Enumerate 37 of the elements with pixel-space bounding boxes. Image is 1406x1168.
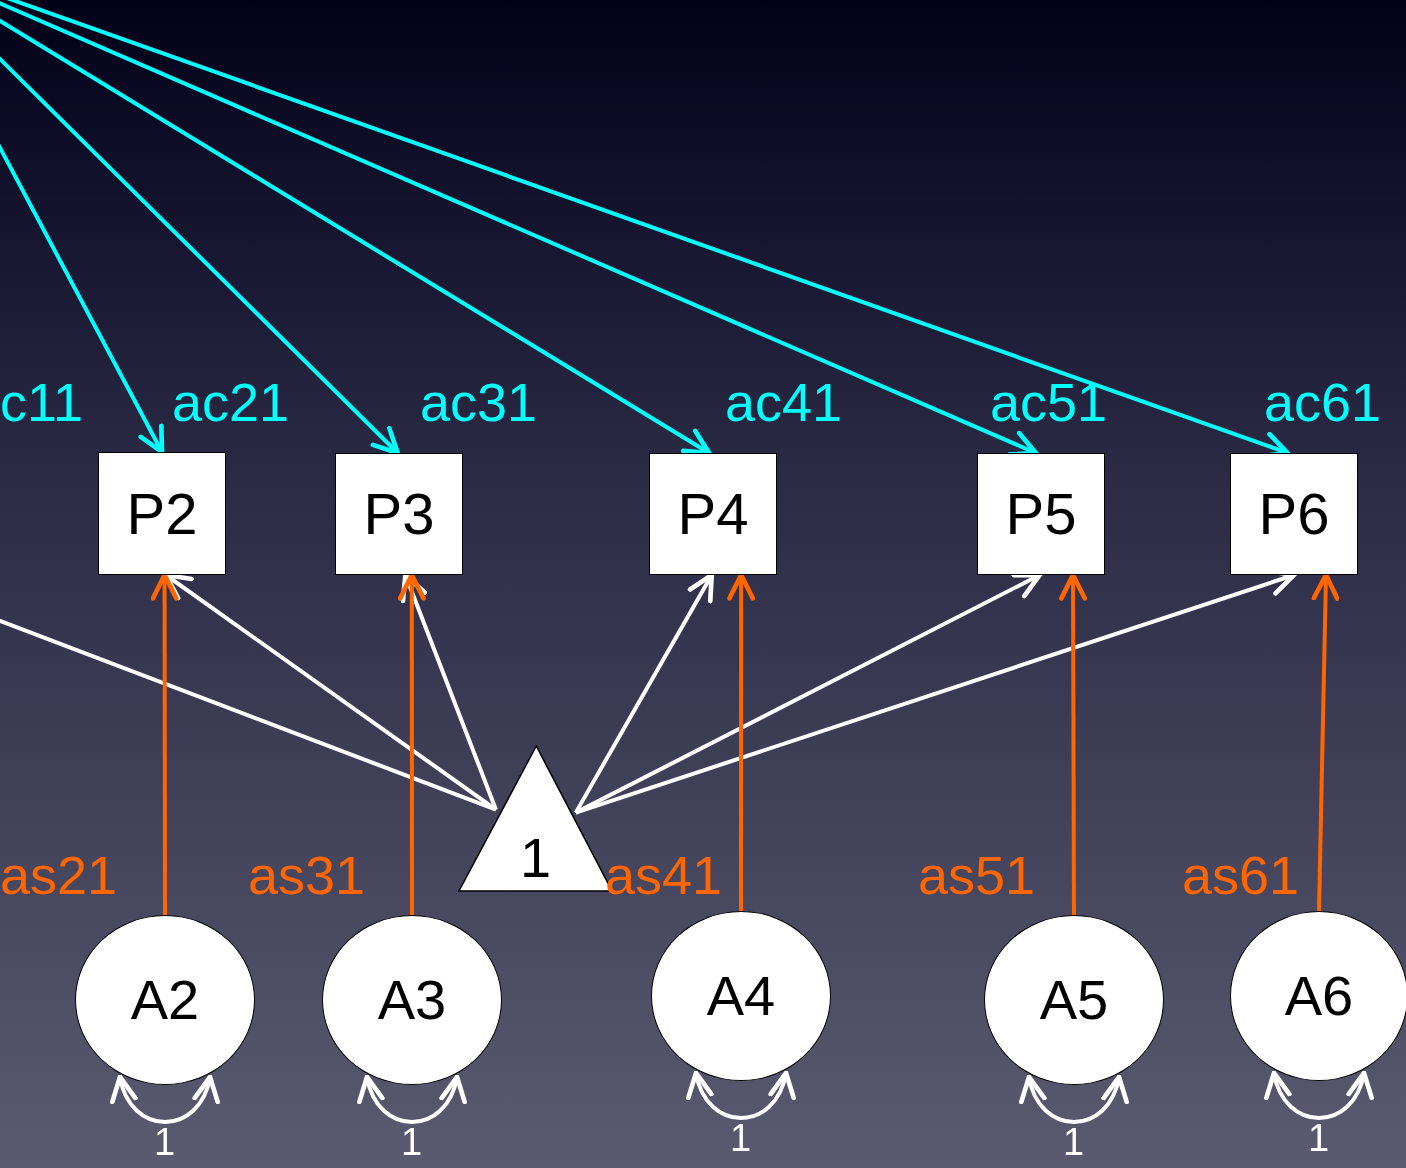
variance-arrow xyxy=(1266,1070,1372,1120)
variance-arrow xyxy=(1021,1074,1127,1124)
node-label: P5 xyxy=(1005,485,1077,543)
node-label: P6 xyxy=(1258,485,1330,543)
edge-label: 1 xyxy=(401,1123,423,1161)
observed-box xyxy=(335,453,463,575)
edge-label: 1 xyxy=(1063,1123,1085,1161)
edge-label: ac21 xyxy=(172,375,290,429)
node-label: A2 xyxy=(130,972,200,1028)
node-label: A4 xyxy=(706,968,776,1024)
node-label: A3 xyxy=(377,972,447,1028)
observed-box xyxy=(649,453,777,575)
node-label: 1 xyxy=(519,830,552,886)
edge-label: as61 xyxy=(1182,848,1300,902)
edge-label: ac61 xyxy=(1264,375,1382,429)
edge-label: 1 xyxy=(154,1123,176,1161)
variance-arrow xyxy=(688,1070,794,1120)
observed-box xyxy=(98,452,226,575)
edge-label: ac51 xyxy=(990,375,1108,429)
variance-arrow xyxy=(112,1074,218,1124)
path-label: c11 xyxy=(0,375,84,429)
edge-label: ac31 xyxy=(420,375,538,429)
observed-box xyxy=(977,453,1105,575)
observed-box xyxy=(1230,453,1358,575)
edge-label: as31 xyxy=(248,848,366,902)
node-label: P3 xyxy=(363,485,435,543)
edge-label: 1 xyxy=(730,1119,752,1157)
node-label: P2 xyxy=(126,484,198,543)
node-label: P4 xyxy=(677,485,749,543)
edge-label: as41 xyxy=(605,848,723,902)
edge-label: as21 xyxy=(0,848,118,902)
edge-label: 1 xyxy=(1308,1119,1330,1157)
node-label: A5 xyxy=(1039,972,1109,1028)
edge-label: as51 xyxy=(918,848,1036,902)
variance-arrow xyxy=(359,1074,465,1124)
node-label: A6 xyxy=(1284,968,1354,1024)
edge-label: ac41 xyxy=(725,375,843,429)
